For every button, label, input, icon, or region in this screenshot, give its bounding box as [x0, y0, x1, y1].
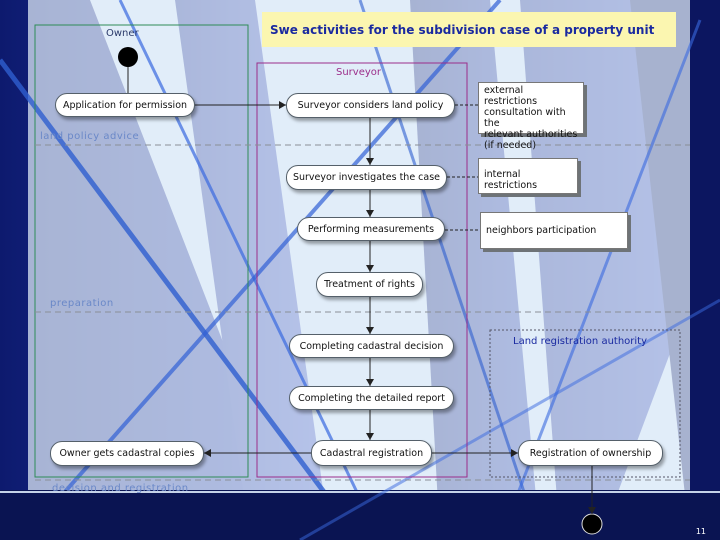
activity-treatment-of-rights: Treatment of rights: [316, 272, 423, 297]
owner-lane: [34, 24, 249, 478]
page-number: 11: [695, 527, 706, 536]
arrow-head: [588, 507, 596, 514]
activity-investigates-case: Surveyor investigates the case: [286, 165, 447, 190]
diagram-title: Swe activities for the subdivision case …: [262, 12, 676, 47]
activity-completing-decision: Completing cadastral decision: [289, 334, 454, 358]
bg-streak: [0, 58, 362, 540]
owner-lane-label: Owner: [106, 28, 139, 39]
registration-lane: [489, 329, 681, 478]
activity-application: Application for permission: [55, 93, 195, 117]
note-external-restrictions: external restrictions consultation with …: [478, 82, 584, 151]
footer-band: [0, 490, 720, 540]
arrow-head: [366, 433, 374, 440]
bg-streak: [358, 0, 542, 540]
arrow-head: [366, 210, 374, 217]
phase-label-decision: decision and registration: [52, 483, 189, 494]
end-node: [581, 513, 603, 535]
arrow-head: [366, 327, 374, 334]
note-line: (if needed): [484, 140, 537, 151]
activity-considers-land-policy: Surveyor considers land policy: [286, 93, 455, 118]
registration-lane-label: Land registration authority: [513, 336, 648, 347]
activity-completing-report: Completing the detailed report: [289, 386, 454, 410]
note-internal-restrictions: internal restrictions: [478, 158, 578, 194]
bg-streak: [299, 298, 720, 540]
arrow-head: [279, 101, 286, 109]
arrow-head: [366, 379, 374, 386]
activity-cadastral-registration: Cadastral registration: [311, 440, 432, 466]
phase-label-land-policy: land policy advice: [40, 131, 140, 142]
phase-label-preparation: preparation: [50, 298, 114, 309]
activity-measurements: Performing measurements: [297, 217, 445, 241]
arrow-head: [511, 449, 518, 457]
start-node: [118, 47, 138, 67]
bg-streak: [38, 0, 502, 522]
note-line: external restrictions: [484, 85, 538, 107]
note-neighbors-participation: neighbors participation: [480, 212, 628, 249]
activity-registration-of-ownership: Registration of ownership: [518, 440, 663, 466]
surveyor-lane-label: Surveyor: [336, 67, 382, 78]
note-line: consultation with the: [484, 107, 566, 129]
activity-owner-gets-copies: Owner gets cadastral copies: [50, 441, 204, 466]
arrow-head: [366, 158, 374, 165]
surveyor-lane: [256, 62, 468, 478]
note-line: relevant authorities: [484, 129, 578, 140]
arrow-head: [204, 449, 211, 457]
arrow-head: [366, 265, 374, 272]
